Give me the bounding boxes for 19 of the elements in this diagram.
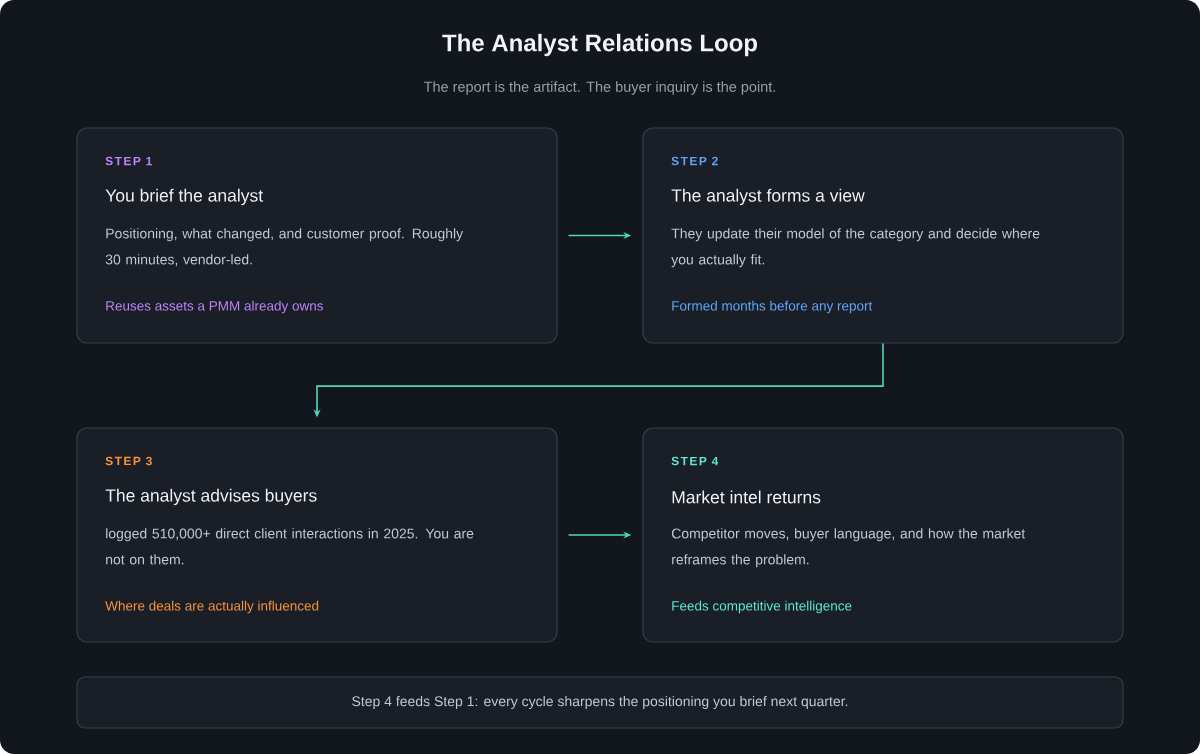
card-tagline: Where deals are actually influenced bbox=[105, 600, 319, 614]
step-label: STEP 1 bbox=[105, 156, 152, 166]
card-body: Competitor moves, buyer language, and how the market reframes the problem. bbox=[671, 528, 1026, 568]
step-label: STEP 3 bbox=[105, 456, 152, 466]
card-body: Positioning, what changed, and customer proof. Roughly 30 minutes, vendor-led. bbox=[105, 228, 464, 267]
step-label: STEP 4 bbox=[671, 456, 719, 466]
card-heading: The analyst forms a view bbox=[671, 188, 865, 206]
card-body: They update their model of the category and decide where you actually fit. bbox=[671, 228, 1040, 268]
subtitle: The report is the artifact. The buyer inquiry is the point. bbox=[423, 81, 775, 95]
card-heading: Market intel returns bbox=[672, 490, 821, 504]
card-tagline: Formed months before any report bbox=[672, 300, 873, 314]
note-bar: Step 4 feeds Step 1: every cycle sharpens the positioning you brief next quarter. bbox=[76, 676, 1124, 729]
card-body: logged 510,000+ direct client interactions in 2025. You are not on them. bbox=[106, 528, 474, 565]
step-label: STEP 2 bbox=[671, 156, 718, 166]
card-heading: The analyst advises buyers bbox=[105, 488, 317, 506]
card-tagline: Feeds competitive intelligence bbox=[672, 600, 852, 614]
card-tagline: Reuses assets a PMM already owns bbox=[106, 300, 323, 314]
title: The Analyst Relations Loop bbox=[442, 33, 758, 57]
card-heading: You brief the analyst bbox=[105, 188, 263, 206]
